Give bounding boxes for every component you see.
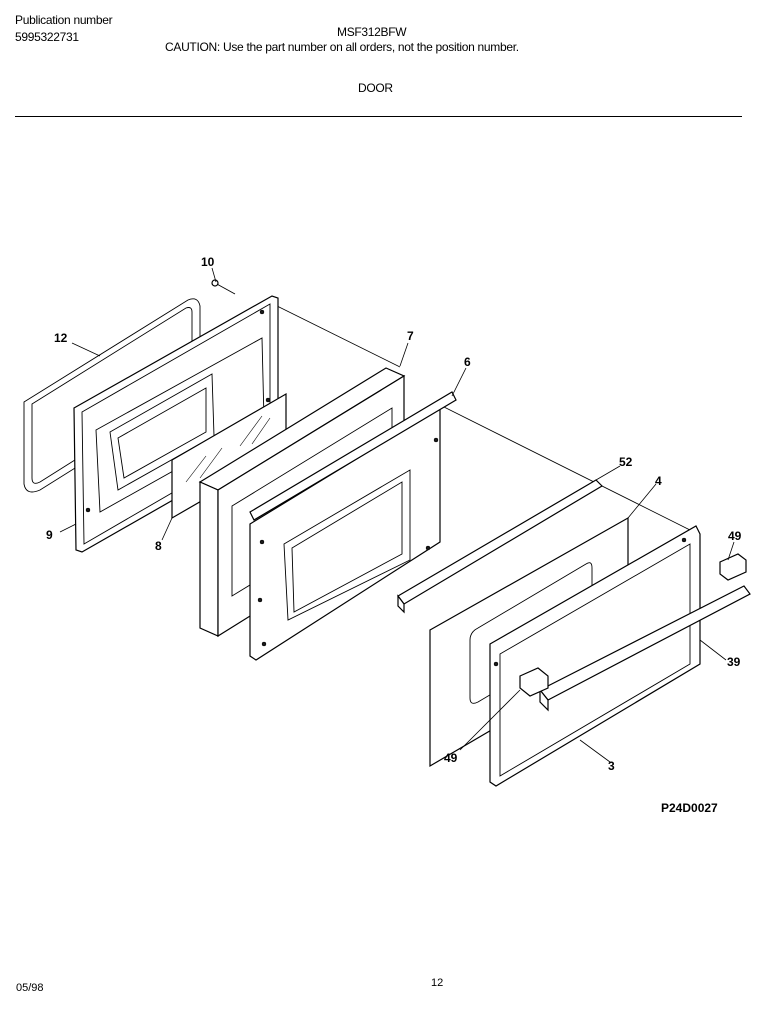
part-9-inner-liner	[73, 295, 279, 553]
callout-39: 39	[727, 655, 741, 669]
callout-52: 52	[619, 455, 633, 469]
callout-12: 12	[54, 331, 68, 345]
callout-7: 7	[407, 329, 414, 343]
page-number: 12	[431, 977, 444, 989]
callout-49-right: 49	[728, 529, 742, 543]
callout-10: 10	[201, 255, 215, 269]
part-10-screw	[211, 279, 236, 295]
callout-49-left: 49	[444, 751, 458, 765]
publication-number: 5995322731	[15, 30, 79, 44]
callout-9: 9	[46, 528, 53, 542]
caution-label: CAUTION:	[165, 40, 220, 54]
part-49-end-cap-right	[719, 553, 747, 581]
part-39-handle	[539, 585, 751, 712]
part-49-end-cap-left	[519, 667, 549, 697]
footer-date: 05/98	[16, 982, 44, 994]
leader-lines	[59, 267, 735, 763]
section-title: DOOR	[358, 81, 393, 95]
model-number: MSF312BFW	[337, 25, 407, 39]
callout-6: 6	[464, 355, 471, 369]
part-52-channel	[397, 479, 603, 614]
caution-note: CAUTION: Use the part number on all orde…	[165, 41, 519, 53]
callout-3: 3	[608, 759, 615, 773]
callout-4: 4	[655, 474, 662, 488]
caution-text: Use the part number on all orders, not t…	[222, 40, 519, 54]
part-6-frame	[249, 391, 457, 661]
header-divider	[15, 116, 742, 117]
diagram-code: P24D0027	[661, 801, 718, 815]
callout-8: 8	[155, 539, 162, 553]
publication-label: Publication number	[15, 13, 113, 27]
part-3-outer-panel	[489, 525, 701, 787]
